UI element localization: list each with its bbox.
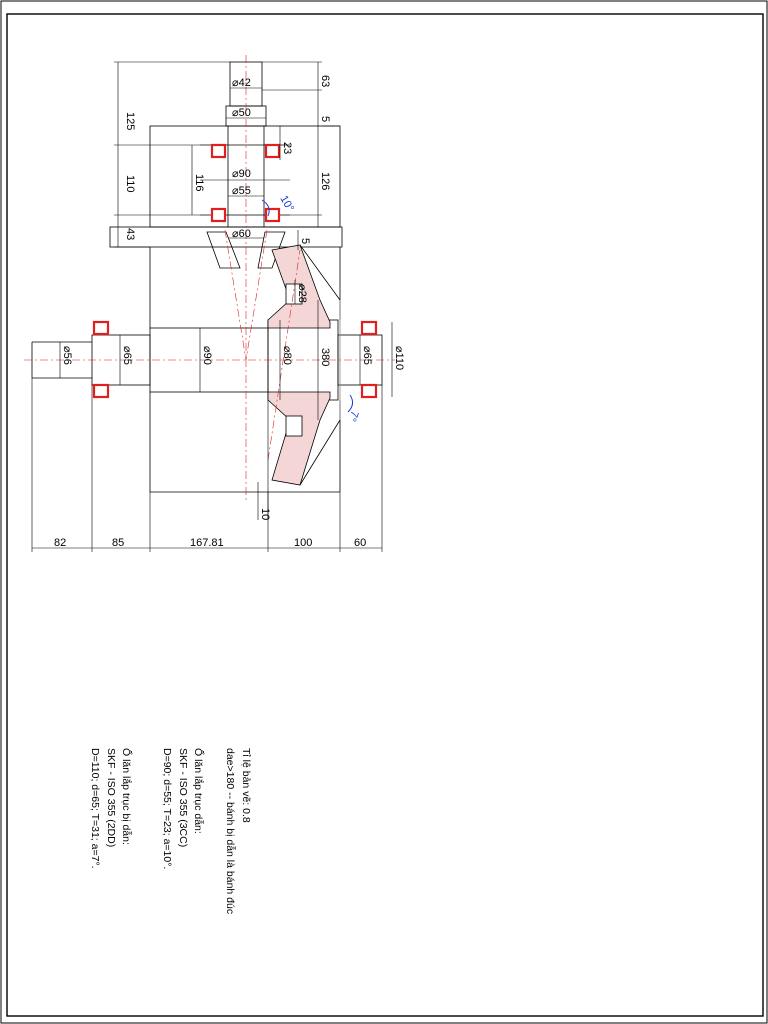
dim-shaft-d1: ⌀56 [61, 346, 73, 365]
dim-angle-shaft: 7° [346, 409, 361, 423]
note-driven-title: Ổ lăn lắp trục bị dẫn: [120, 748, 133, 845]
dim-right-2: 5 [319, 116, 331, 122]
pinion-bevel [206, 231, 286, 269]
dim-shaft-d3: ⌀90 [201, 346, 213, 365]
driven-gear [267, 244, 341, 486]
dim-right-1: 63 [319, 75, 331, 87]
pinion-bearings [210, 143, 281, 223]
dim-left-1: 125 [124, 112, 136, 130]
dimension-lines [31, 61, 393, 552]
note-driven-spec: D=110; d=65; T=31; a=7°. [89, 748, 101, 869]
note-driving-spec: D=90; d=55; T=23; a=10°. [161, 748, 173, 869]
note-driving-model: SKF - ISO 355 (3CC) [177, 748, 189, 847]
note-scale: Tỉ lệ bản vẽ: 0.8 [240, 748, 252, 823]
main-bearings [92, 320, 378, 399]
dim-bottom-5: 60 [354, 537, 366, 549]
dim-pinion-d4: ⌀55 [232, 185, 251, 197]
assembly-drawing [24, 55, 395, 552]
dim-pinion-d2: ⌀50 [232, 107, 251, 119]
dim-left-2: 110 [124, 175, 136, 193]
dim-right-5: 10 [259, 508, 271, 520]
inner-frame [6, 13, 764, 1017]
dim-right-3: 126 [319, 172, 331, 190]
dim-pinion-d5: ⌀60 [232, 228, 251, 240]
dim-pinion-d1: ⌀42 [232, 77, 251, 89]
angle-marks [261, 199, 354, 413]
dim-pinion-d3: ⌀90 [232, 168, 251, 180]
dim-right-4: 5 [299, 238, 311, 244]
note-driven-model: SKF - ISO 355 (2DD) [105, 748, 117, 847]
dim-shaft-d4: ⌀80 [281, 346, 293, 365]
dim-bottom-4: 100 [294, 537, 312, 549]
dim-bottom-1: 82 [54, 537, 66, 549]
dim-hub-diameter: ⌀28 [296, 284, 308, 303]
dim-bottom-2: 85 [112, 537, 124, 549]
dim-shaft-d6: ⌀110 [393, 346, 405, 370]
note-driving-title: Ổ lăn lắp trục dẫn: [192, 748, 205, 834]
dimension-labels: 82 85 167.81 100 60 125 110 43 63 5 126 … [54, 75, 405, 549]
dim-bearing-housing: 116 [193, 174, 205, 192]
dim-bearing-width: 23 [281, 142, 293, 154]
dim-shaft-d5: ⌀65 [361, 346, 373, 365]
dim-gear-diameter: 380 [319, 348, 331, 366]
center-lines [24, 55, 395, 500]
dim-bottom-3: 167.81 [190, 537, 224, 549]
dim-left-3: 43 [124, 228, 136, 240]
dim-shaft-d2: ⌀65 [121, 346, 133, 365]
notes-block: Tỉ lệ bản vẽ: 0.8 dae>180 -- bánh bị dẫn… [89, 748, 252, 914]
note-dae: dae>180 -- bánh bị dẫn là bánh đúc [224, 748, 237, 914]
dim-angle-pinion: 10° [277, 194, 296, 214]
